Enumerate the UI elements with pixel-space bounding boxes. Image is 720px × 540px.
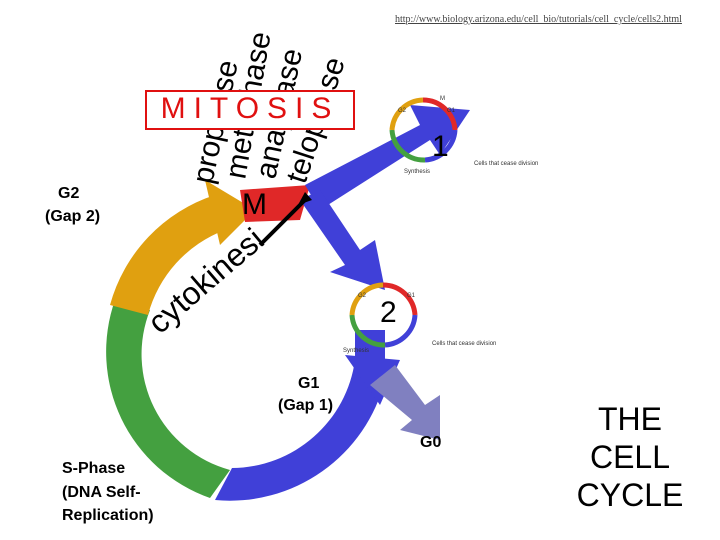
thumb2-s: Synthesis [343, 348, 369, 354]
thumb1-g1: G1 [447, 108, 456, 114]
g2-label: G2 [58, 185, 80, 202]
step-label-2: 2 [380, 296, 397, 329]
title-line-2: CELL [589, 439, 671, 475]
exit-arrow-1 [305, 105, 470, 210]
g1-label: G1 [298, 375, 320, 392]
g0-arrow [370, 365, 440, 440]
step-label-1: 1 [432, 130, 449, 163]
thumb1-m: M [440, 96, 445, 102]
thumb1-exit: Cells that cease division [474, 161, 538, 167]
exit-arrow-2 [300, 190, 385, 290]
title-line-3: CYCLE [576, 477, 684, 513]
source-url[interactable]: http://www.biology.arizona.edu/cell_bio/… [395, 14, 682, 25]
thumb2-g2: G2 [358, 293, 367, 299]
s-phase-label-3: Replication) [62, 507, 154, 524]
thumbnail-cycle-2 [349, 282, 418, 348]
thumbnail-cycle-1 [389, 97, 458, 163]
thumb1-s: Synthesis [404, 169, 430, 175]
g1-phase-arc [215, 360, 385, 501]
cytokinesis-pointer-head [298, 192, 312, 205]
g2-arrow-head [205, 180, 255, 245]
m-phase-label: M [242, 188, 267, 221]
mitosis-box [145, 90, 355, 130]
s-phase-label-1: S-Phase [62, 460, 126, 477]
s-phase-label-2: (DNA Self- [62, 484, 141, 501]
thumb2-exit: Cells that cease division [432, 341, 496, 347]
g2-phase-arc [110, 195, 225, 315]
g0-label: G0 [420, 434, 442, 451]
title-line-1: THE [598, 401, 662, 437]
s-phase-arc [106, 300, 230, 498]
thumb1-g2: G2 [398, 108, 407, 114]
thumb2-g1: G1 [407, 293, 416, 299]
page-title: THE CELL CYCLE [565, 400, 695, 514]
g1-sublabel: (Gap 1) [278, 397, 334, 414]
cytokinesis-pointer [258, 198, 307, 247]
g2-sublabel: (Gap 2) [45, 208, 101, 225]
mitosis-label: MITOSIS [160, 92, 340, 125]
